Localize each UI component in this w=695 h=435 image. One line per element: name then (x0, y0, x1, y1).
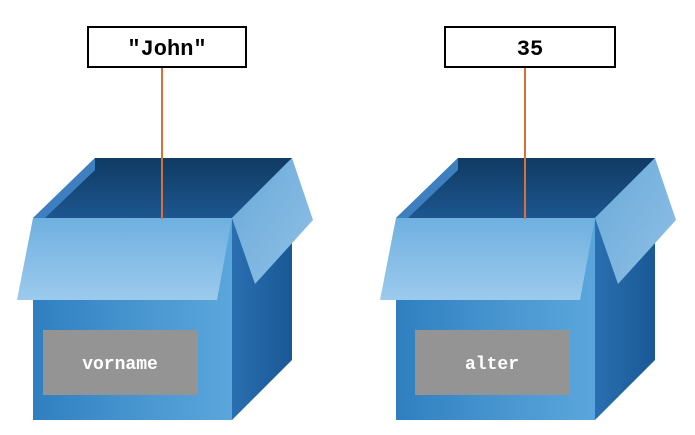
box-right-flap (595, 158, 676, 284)
value-text: 35 (517, 37, 543, 62)
name-label-text: alter (465, 355, 519, 375)
value-text: "John" (127, 37, 206, 62)
name-label-box (415, 330, 570, 395)
name-label-box (43, 330, 198, 395)
variable-box-vorname: "John" vorname (17, 26, 313, 420)
box-right-flap (232, 158, 313, 284)
box-back-flap (396, 158, 458, 218)
box-front-flap (380, 218, 595, 300)
box-front-flap (17, 218, 232, 300)
value-box (444, 26, 616, 68)
variable-box-alter: 35 alter (380, 26, 676, 420)
box-back-flap (33, 158, 95, 218)
name-label-text: vorname (82, 355, 158, 375)
value-box (87, 26, 247, 68)
